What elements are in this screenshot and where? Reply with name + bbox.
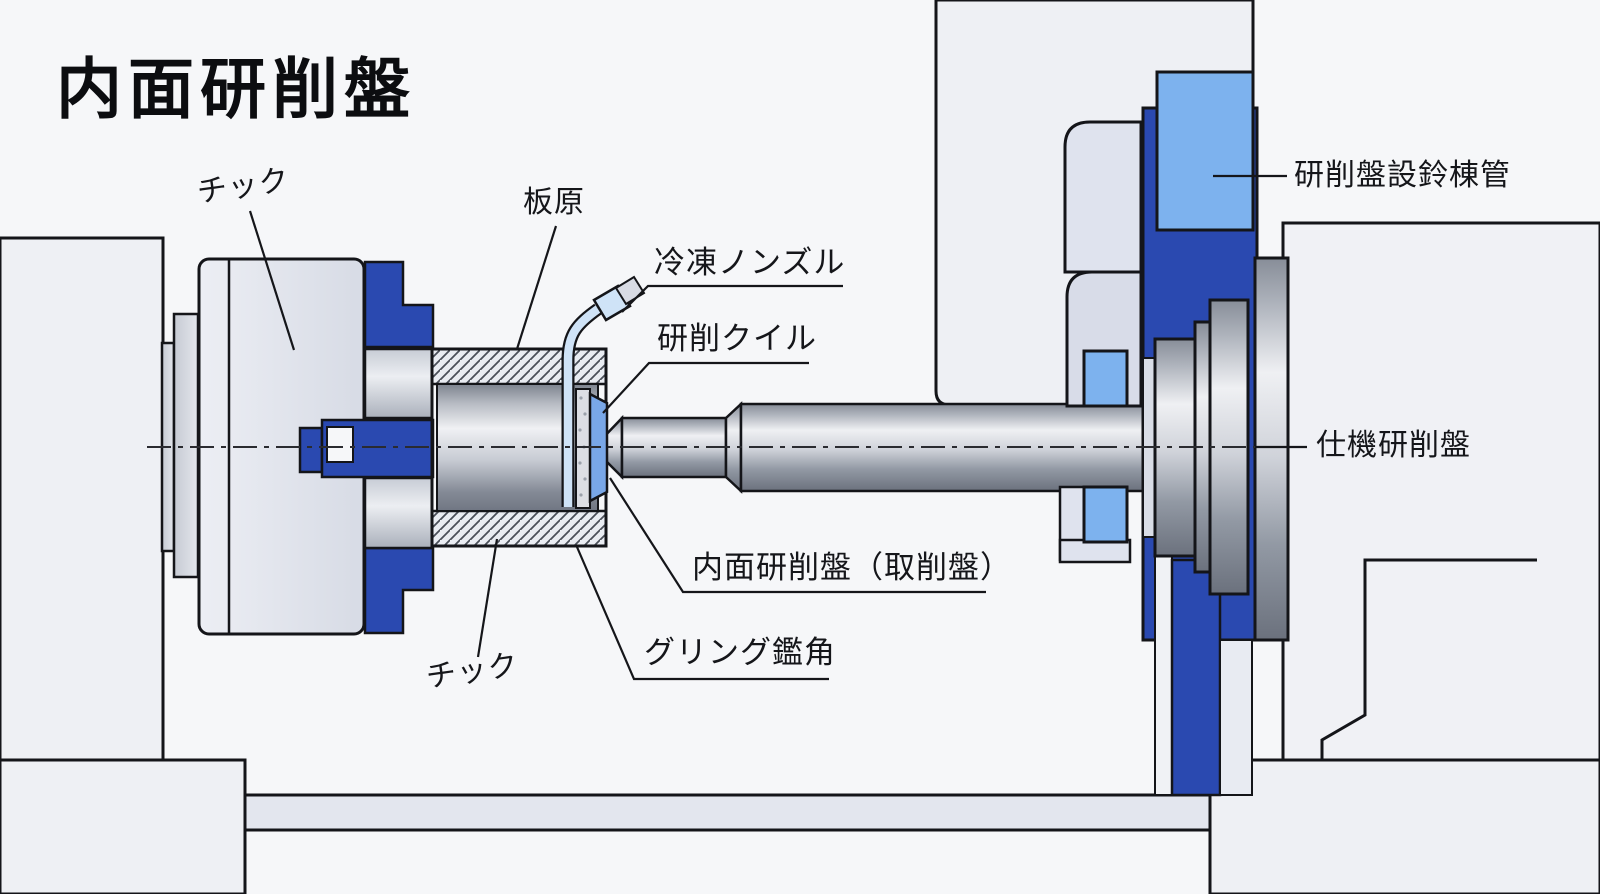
leader-backing-plate (515, 225, 558, 350)
label-grinding-quill: 研削クイル (657, 321, 817, 356)
lower-strip-right (1219, 639, 1253, 796)
panel-step-outline (1320, 558, 1537, 760)
workpiece-sleeve-top (363, 347, 434, 420)
flange-disc-4 (1253, 256, 1290, 642)
leader-chuck-bottom (476, 538, 499, 658)
label-grinding-wheel: グリング鑑角 (644, 635, 836, 670)
right-base-block (1208, 758, 1600, 894)
headstock-housing (0, 236, 165, 762)
leader-grinding-quill (602, 361, 809, 414)
drawbar-stub (298, 426, 324, 474)
machine-bed-band (243, 793, 1212, 832)
right-machine-panel (1281, 221, 1600, 762)
label-backing-plate: 板原 (523, 186, 585, 219)
drawbar-notch (326, 426, 354, 463)
chuck-jaw-bottom (363, 546, 435, 635)
coolant-tube (563, 305, 601, 507)
abrasive-strip (575, 388, 591, 509)
label-wheelhead-pipe: 研削盤設鈴棟管 (1294, 159, 1511, 192)
leader-chuck-top (248, 210, 296, 351)
chuck-jaw-top (363, 260, 435, 349)
workpiece-wall-top (430, 347, 608, 386)
wheelhead-pipe-block (1155, 70, 1255, 232)
lower-strip-left (1154, 555, 1173, 796)
bearing-pad-top (1082, 349, 1129, 408)
leader-grinding-wheel (575, 546, 829, 681)
spindle-plate (172, 312, 200, 579)
page-title: 内面研削盤 (56, 52, 416, 126)
bearing-pad-bottom (1082, 485, 1129, 544)
label-coolant-nozzle: 冷凍ノンズル (654, 245, 846, 280)
label-machine-spindle: 仕機研削盤 (1316, 429, 1471, 462)
left-base-block (0, 758, 247, 894)
label-internal-wheel: 内面研削盤（取削盤） (692, 550, 1012, 585)
bearing-bracket-upper-a (1063, 120, 1143, 274)
workpiece-sleeve-bottom (363, 476, 434, 550)
leader-coolant-nozzle (621, 284, 843, 313)
leader-internal-wheel (609, 477, 986, 594)
workpiece-wall-bottom (430, 509, 608, 548)
